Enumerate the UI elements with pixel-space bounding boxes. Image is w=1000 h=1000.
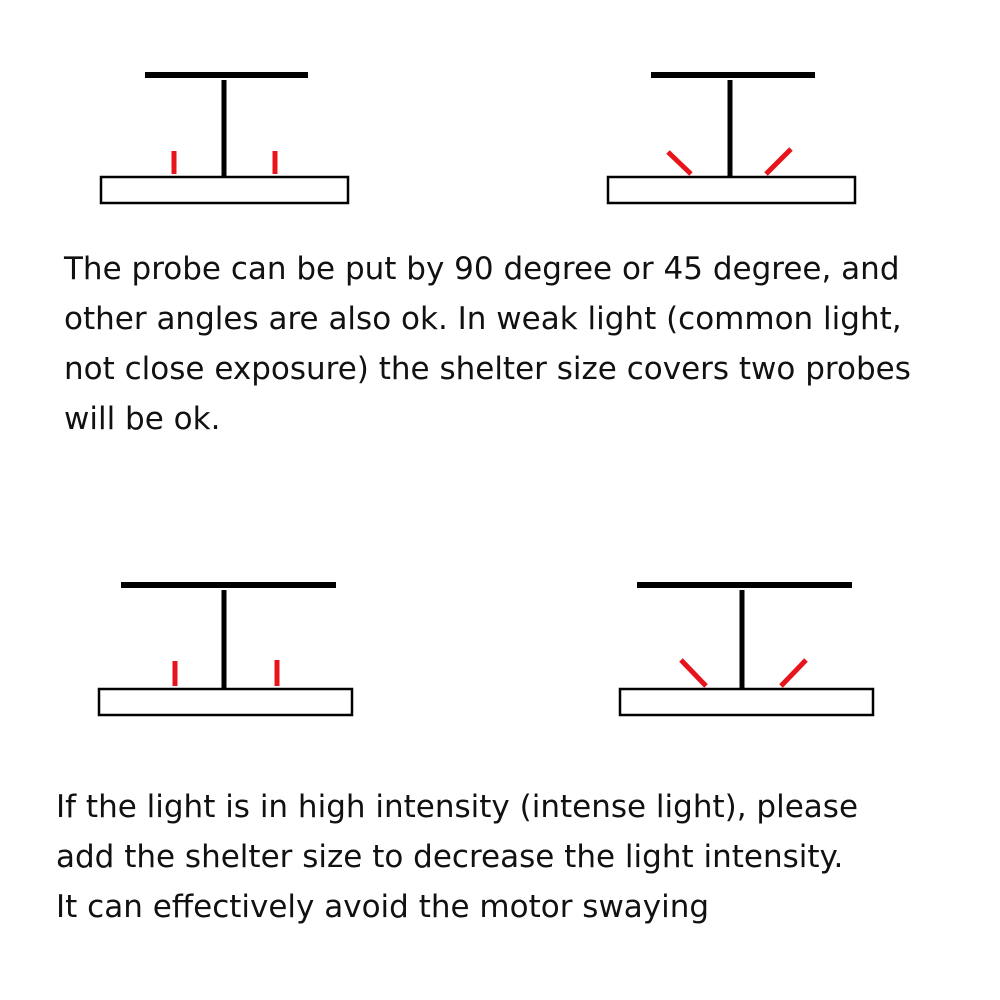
base-board (99, 175, 350, 205)
diagram-45-small-shelter (606, 72, 857, 205)
base-board (97, 687, 354, 717)
diagram-90-large-shelter (97, 582, 354, 717)
diagram-90-small-shelter (99, 72, 350, 205)
caption-line: will be ok. (64, 401, 221, 437)
base-board (618, 687, 875, 717)
caption-line: It can effectively avoid the motor swayi… (56, 889, 710, 925)
probe-right (764, 147, 793, 176)
caption-line: not close exposure) the shelter size cov… (64, 351, 911, 387)
probe-left (666, 150, 693, 176)
diagram-45-large-shelter (618, 582, 875, 717)
probe-left (679, 658, 708, 688)
caption-weak-light: The probe can be put by 90 degree or 45 … (64, 244, 911, 444)
caption-intense-light: If the light is in high intensity (inten… (56, 782, 858, 932)
caption-line: The probe can be put by 90 degree or 45 … (64, 251, 900, 287)
caption-line: add the shelter size to decrease the lig… (56, 839, 844, 875)
base-board (606, 175, 857, 205)
caption-line: If the light is in high intensity (inten… (56, 789, 859, 825)
caption-line: other angles are also ok. In weak light … (64, 301, 902, 337)
probe-right (779, 658, 808, 688)
